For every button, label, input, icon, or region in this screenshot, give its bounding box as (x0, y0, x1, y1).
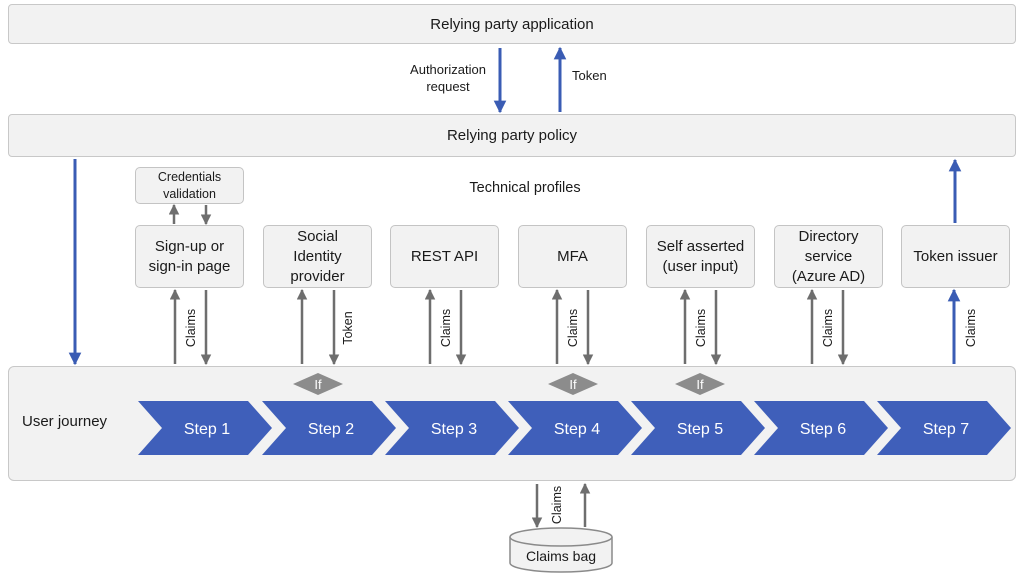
svg-text:If: If (314, 377, 322, 392)
step-6-chevron: Step 6 (754, 401, 888, 455)
if-diamond-step5: If (675, 373, 725, 395)
step-7-chevron: Step 7 (877, 401, 1011, 455)
step-6-label: Step 6 (800, 421, 846, 438)
step-1-label: Step 1 (184, 421, 230, 438)
step6-arrow-label: Claims (821, 309, 835, 347)
claims-bag-label: Claims bag (526, 548, 596, 564)
step-5-chevron: Step 5 (631, 401, 765, 455)
user-journey-label: User journey (22, 413, 108, 430)
relying-party-application-label: Relying party application (430, 15, 594, 33)
token-label: Token (572, 68, 607, 83)
step4-arrow-label: Claims (566, 309, 580, 347)
relying-party-policy-label: Relying party policy (446, 127, 578, 144)
claims-bag-arrows (531, 482, 591, 529)
tp-sign-up-sign-in-page: Sign-up or sign-in page (135, 225, 244, 288)
step-3-chevron: Step 3 (385, 401, 519, 455)
tp-self-asserted: Self asserted (user input) (646, 225, 755, 288)
relying-party-application-bar: Relying party application (8, 4, 1016, 44)
step-5-label: Step 5 (677, 421, 723, 438)
step-3-label: Step 3 (431, 421, 477, 438)
step-4-chevron: Step 4 (508, 401, 642, 455)
claims-bag-cylinder: Claims bag (509, 527, 613, 573)
if-diamond-step2: If (293, 373, 343, 395)
step1-arrows (169, 288, 212, 366)
step6-arrows (806, 288, 849, 366)
credentials-validation-box: Credentials validation (135, 167, 244, 204)
step-7-label: Step 7 (923, 421, 969, 438)
step7-arrow-label: Claims (964, 309, 978, 347)
authorization-request-label: Authorization request (410, 62, 486, 94)
if-diamond-step4: If (548, 373, 598, 395)
svg-text:If: If (569, 377, 577, 392)
step-2-chevron: Step 2 (262, 401, 396, 455)
svg-text:If: If (696, 377, 704, 392)
step1-arrow-label: Claims (184, 309, 198, 347)
step4-arrows (551, 288, 594, 366)
tp-rest-api: REST API (390, 225, 499, 288)
tp-token-issuer: Token issuer (901, 225, 1010, 288)
relying-party-policy-bar: Relying party policy (8, 114, 1016, 157)
step3-arrows (424, 288, 467, 366)
step5-arrow-label: Claims (694, 309, 708, 347)
step2-arrows (296, 288, 340, 366)
tp-social-identity-provider: Social Identity provider (263, 225, 372, 288)
tp-directory-service: Directory service (Azure AD) (774, 225, 883, 288)
step-4-label: Step 4 (554, 421, 600, 438)
step-2-label: Step 2 (308, 421, 354, 438)
step2-arrow-label: Token (341, 311, 355, 344)
step5-arrows (679, 288, 722, 366)
step3-arrow-label: Claims (439, 309, 453, 347)
claims-bag-arrow-label: Claims (550, 486, 564, 524)
step-1-chevron: Step 1 (138, 401, 272, 455)
technical-profiles-label: Technical profiles (469, 180, 581, 196)
tp-mfa: MFA (518, 225, 627, 288)
